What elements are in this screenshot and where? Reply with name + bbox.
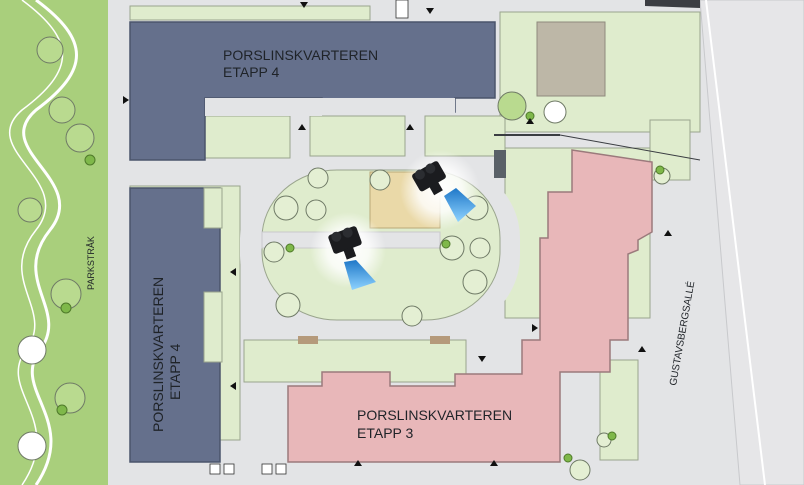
camera-icon <box>400 150 480 230</box>
dark-strip <box>645 0 700 8</box>
bench <box>430 336 450 344</box>
west-building-label-line2: ETAPP 4 <box>167 343 183 400</box>
west-building-label-line1: PORSLINSKVARTEREN <box>150 277 166 432</box>
stairs <box>494 150 506 178</box>
gustavsbergsalle-street <box>699 0 804 485</box>
trees <box>17 36 671 481</box>
north-building-label-line2: ETAPP 4 <box>223 64 280 80</box>
park-strip <box>0 0 108 485</box>
south-building-label-line1: PORSLINSKVARTEREN <box>357 407 512 423</box>
building-southeast-etapp3 <box>287 149 653 463</box>
park-path <box>22 0 78 485</box>
north-building-label-line1: PORSLINSKVARTEREN <box>223 47 378 63</box>
sand-pit <box>536 21 606 97</box>
camera-icon <box>310 212 386 290</box>
bench <box>298 336 318 344</box>
building-west-etapp4 <box>129 187 221 463</box>
south-building-label-line2: ETAPP 3 <box>357 425 414 441</box>
park-strip-label: PARKSTRÅK <box>86 236 96 290</box>
